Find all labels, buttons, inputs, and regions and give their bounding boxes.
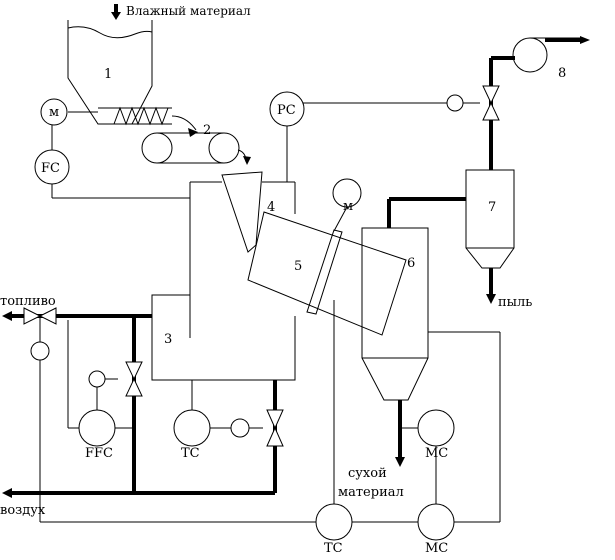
feed-chute-4 <box>221 171 263 253</box>
fc-circle <box>34 149 70 185</box>
drum-ring <box>306 229 343 315</box>
cyclone-7 <box>465 169 515 269</box>
equipment-number-2: 2 <box>203 123 211 138</box>
equipment-outlines <box>39 20 582 523</box>
exhaust-actuator <box>446 94 464 112</box>
arrowheads <box>2 12 590 498</box>
fuel-actuator <box>30 341 50 361</box>
ffc-circle <box>78 409 116 447</box>
mc-bottom-circle <box>417 503 455 541</box>
exhaust-valve-bottom <box>482 101 500 121</box>
ffc-label: FFC <box>85 446 113 461</box>
dry-material-label-1: сухой <box>348 466 387 481</box>
dryer-drum-5 <box>247 211 407 336</box>
drum-motor-label: м <box>343 199 353 214</box>
fc-label: FC <box>41 161 60 176</box>
pc-label: PC <box>277 103 296 118</box>
mc-bottom-label: MC <box>425 541 448 556</box>
tc-valve-top <box>266 409 284 430</box>
fuel-valve-right <box>38 307 57 325</box>
equipment-number-3: 3 <box>164 332 172 347</box>
mc-cyclone-label: MC <box>425 446 448 461</box>
furnace-3 <box>151 182 296 381</box>
equipment-number-6: 6 <box>407 256 415 271</box>
fuel-valve-left <box>23 307 42 325</box>
hopper-motor-circle <box>40 98 68 126</box>
ffc-valve-bottom <box>125 377 143 397</box>
equipment-number-5: 5 <box>294 259 302 274</box>
wet-material-label: Влажный материал <box>126 4 251 18</box>
hopper-motor-label: м <box>49 105 59 120</box>
equipment-number-8: 8 <box>558 66 566 81</box>
hopper-material <box>67 26 153 39</box>
exhaust-valve-top <box>482 85 500 105</box>
conveyor-pulley-right <box>208 132 240 164</box>
ffc-valve-top <box>125 361 143 381</box>
conveyor-pulley-left <box>141 132 173 164</box>
instrument-circles <box>34 91 455 541</box>
tc-actuator <box>230 418 250 438</box>
mc-cyclone-circle <box>417 409 455 447</box>
dry-material-label-2: материал <box>338 485 404 500</box>
actuators <box>30 94 464 438</box>
screw-feeder <box>113 106 169 126</box>
equipment-number-7: 7 <box>488 200 496 215</box>
ffc-actuator <box>88 370 106 388</box>
pc-circle <box>269 91 305 127</box>
dust-label: пыль <box>498 295 532 310</box>
fuel-label: топливо <box>0 294 56 309</box>
equipment-number-1: 1 <box>104 67 112 82</box>
tc-furnace-circle <box>173 409 211 447</box>
equipment-number-4: 4 <box>267 200 275 215</box>
thick-process-lines <box>10 4 582 495</box>
tc-valve-bottom <box>266 426 284 447</box>
tc-bottom-circle <box>315 503 353 541</box>
fan-8 <box>512 37 548 73</box>
tc-bottom-label: TC <box>324 541 343 556</box>
air-label: воздух <box>0 503 46 518</box>
valves <box>23 85 500 447</box>
tc-furnace-label: TC <box>181 446 200 461</box>
